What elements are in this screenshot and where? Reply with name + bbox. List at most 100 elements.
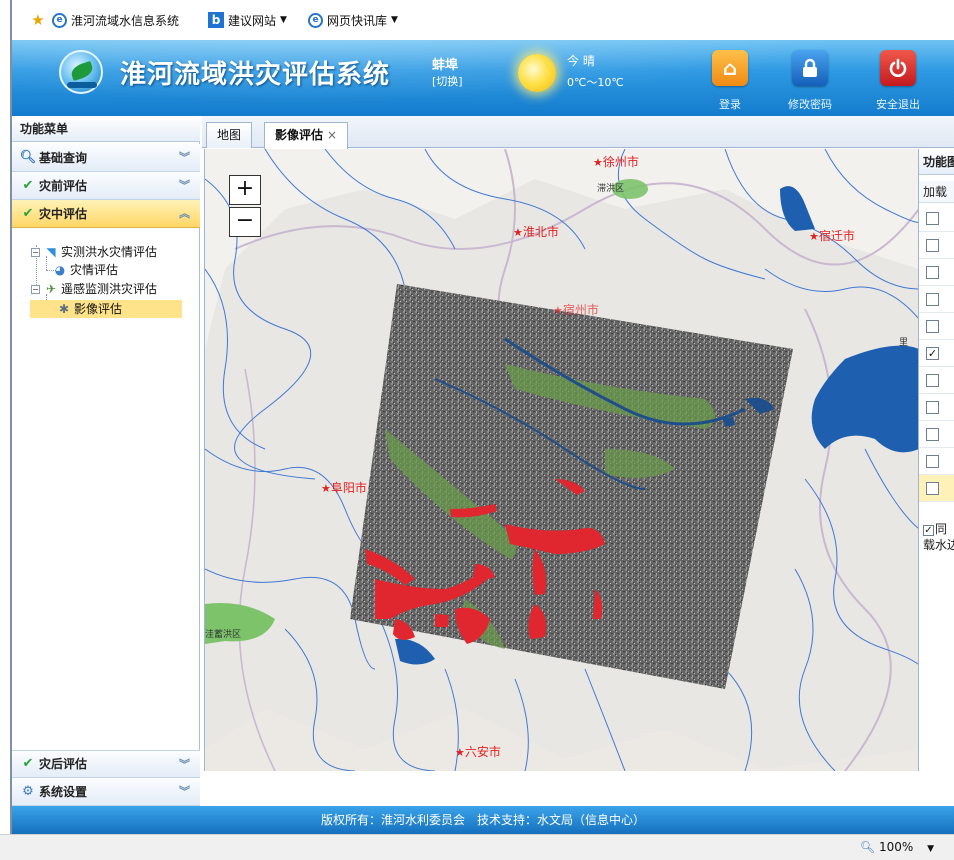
- layer-row-highlighted: [919, 475, 954, 502]
- collapse-icon[interactable]: −: [31, 284, 40, 294]
- check-icon: ✔: [22, 177, 34, 193]
- menu-section-basic-query[interactable]: 🔍︎ 基础查询 ︾: [12, 144, 200, 172]
- layer-checkbox[interactable]: [926, 428, 939, 441]
- menu-section-system-settings[interactable]: ⚙ 系统设置 ︾: [12, 778, 200, 806]
- chevron-down-icon: ▼: [280, 15, 287, 25]
- copyright-footer: 版权所有：淮河水利委员会 技术支持：水文局（信息中心）: [12, 806, 954, 834]
- layer-row: [919, 205, 954, 232]
- app-header: 淮河流域洪灾评估系统 蚌埠 [切换] 今 晴 0℃～10℃ ⌂ 登录 修改密码 …: [12, 40, 954, 116]
- power-icon: [880, 50, 916, 86]
- layer-checkbox[interactable]: [926, 374, 939, 387]
- layer-row: [919, 448, 954, 475]
- tree-node-remote-sensing[interactable]: − ✈ 遥感监测洪灾评估: [31, 282, 158, 296]
- menu-title: 功能菜单: [12, 116, 200, 142]
- map-canvas: [205, 149, 918, 771]
- double-chevron-down-icon: ︾: [179, 179, 190, 192]
- tree-node-image-eval[interactable]: ✱ 影像评估: [30, 300, 182, 318]
- weather-text: 今 晴: [567, 54, 595, 68]
- layer-row: [919, 232, 954, 259]
- layer-row: [919, 259, 954, 286]
- menu-section-post-disaster[interactable]: ✔ 灾后评估 ︾: [12, 750, 200, 778]
- system-title: 淮河流域洪灾评估系统: [120, 60, 391, 90]
- close-tab-icon[interactable]: ×: [327, 128, 338, 142]
- layer-checkbox[interactable]: [926, 266, 939, 279]
- temperature-text: 0℃～10℃: [567, 76, 624, 89]
- sync-checkbox[interactable]: ✓: [923, 525, 934, 536]
- city-label-fuyang: ★阜阳市: [321, 481, 367, 495]
- ie-icon: e: [308, 12, 323, 28]
- zoom-in-button[interactable]: +: [229, 175, 261, 205]
- favorite-link-web-slice[interactable]: e 网页快讯库 ▼: [308, 11, 398, 29]
- lock-icon: [792, 50, 828, 86]
- function-menu-sidebar: 功能菜单 🔍︎ 基础查询 ︾ ✔ 灾前评估 ︾ ✔ 灾中评估 ︽ − ◥ 实测洪…: [12, 116, 200, 806]
- zoom-magnifier-icon: 🔍︎: [859, 840, 876, 854]
- chevron-down-icon: ▼: [927, 844, 934, 854]
- layer-checkbox[interactable]: [926, 320, 939, 333]
- layer-checkbox[interactable]: [926, 482, 939, 495]
- lake-label-partial: 里: [899, 338, 909, 348]
- double-chevron-down-icon: ︾: [179, 151, 190, 164]
- layer-checkbox[interactable]: [926, 401, 939, 414]
- favorite-link-water-info[interactable]: e 淮河流域水信息系统: [52, 11, 179, 29]
- tab-image-eval[interactable]: 影像评估×: [264, 122, 349, 149]
- chevron-down-icon: ▼: [391, 15, 398, 25]
- city-label-huaibei: ★淮北市: [513, 225, 559, 239]
- double-chevron-down-icon: ︾: [179, 758, 190, 771]
- layer-checkbox-checked[interactable]: ✓: [926, 347, 939, 360]
- bing-icon: b: [208, 12, 224, 28]
- zoom-out-button[interactable]: −: [229, 207, 261, 237]
- disaster-icon: ◕: [54, 263, 66, 277]
- sync-load-option[interactable]: ✓同 载水边: [923, 522, 954, 552]
- tree-node-measured-flood[interactable]: − ◥ 实测洪水灾情评估: [31, 245, 158, 259]
- layer-panel: 功能图 加载 ✓ ✓同 载水边: [918, 149, 954, 771]
- layer-row: [919, 313, 954, 340]
- satellite-icon: ✈: [45, 282, 57, 296]
- layer-row: [919, 421, 954, 448]
- browser-status-bar: 🔍︎ 100% ▼: [0, 834, 954, 860]
- layer-row: [919, 367, 954, 394]
- layer-panel-title: 功能图: [919, 149, 954, 175]
- lake-label-mengwa: 洼蓄洪区: [205, 630, 242, 640]
- zoom-level-control[interactable]: 🔍︎ 100% ▼: [859, 840, 934, 854]
- gear-icon: ⚙: [22, 783, 34, 799]
- layer-checkbox[interactable]: [926, 239, 939, 252]
- menu-section-pre-disaster[interactable]: ✔ 灾前评估 ︾: [12, 172, 200, 200]
- layer-row: [919, 394, 954, 421]
- logo-icon: [59, 50, 103, 94]
- ie-icon: e: [52, 12, 67, 28]
- lake-label-flood-storage: 滞洪区: [597, 184, 625, 194]
- favorite-link-suggested-sites[interactable]: b 建议网站 ▼: [208, 11, 287, 29]
- flood-icon: ◥: [46, 245, 56, 259]
- double-chevron-down-icon: ︾: [179, 785, 190, 798]
- collapse-icon[interactable]: −: [31, 247, 40, 257]
- tab-bar: 地图 影像评估×: [202, 116, 954, 149]
- check-icon: ✔: [22, 756, 34, 771]
- city-label-suqian: ★宿迁市: [809, 229, 855, 243]
- layer-checkbox[interactable]: [926, 293, 939, 306]
- layer-checkbox[interactable]: [926, 212, 939, 225]
- menu-section-during-disaster[interactable]: ✔ 灾中评估 ︽: [12, 200, 200, 228]
- city-switch-link[interactable]: [切换]: [432, 75, 463, 88]
- city-label-suzhou: ★宿州市: [553, 303, 599, 317]
- login-button[interactable]: ⌂ 登录: [702, 50, 758, 114]
- image-eval-icon: ✱: [58, 302, 70, 316]
- sunny-weather-icon: [518, 54, 556, 92]
- home-icon: ⌂: [712, 50, 748, 86]
- window-left-border: [10, 0, 12, 860]
- city-label-xuzhou: ★徐州市: [593, 155, 639, 169]
- city-label-luan: ★六安市: [455, 745, 501, 759]
- double-chevron-up-icon: ︽: [179, 207, 190, 220]
- map-view[interactable]: + − ★徐州市 ★淮北市 ★宿迁市 ★宿州市 ★阜阳市 ★六安市 滞洪区 洼蓄…: [204, 149, 918, 771]
- layer-row: [919, 286, 954, 313]
- change-password-button[interactable]: 修改密码: [782, 50, 838, 114]
- layer-checkbox[interactable]: [926, 455, 939, 468]
- search-icon: 🔍︎: [19, 149, 37, 165]
- tab-map[interactable]: 地图: [206, 122, 253, 148]
- logout-button[interactable]: 安全退出: [870, 50, 926, 114]
- favorites-star-icon[interactable]: ★: [31, 11, 45, 29]
- tree-node-disaster-eval[interactable]: ◕ 灾情评估: [52, 261, 118, 279]
- layer-row: ✓: [919, 340, 954, 367]
- check-icon: ✔: [22, 205, 34, 221]
